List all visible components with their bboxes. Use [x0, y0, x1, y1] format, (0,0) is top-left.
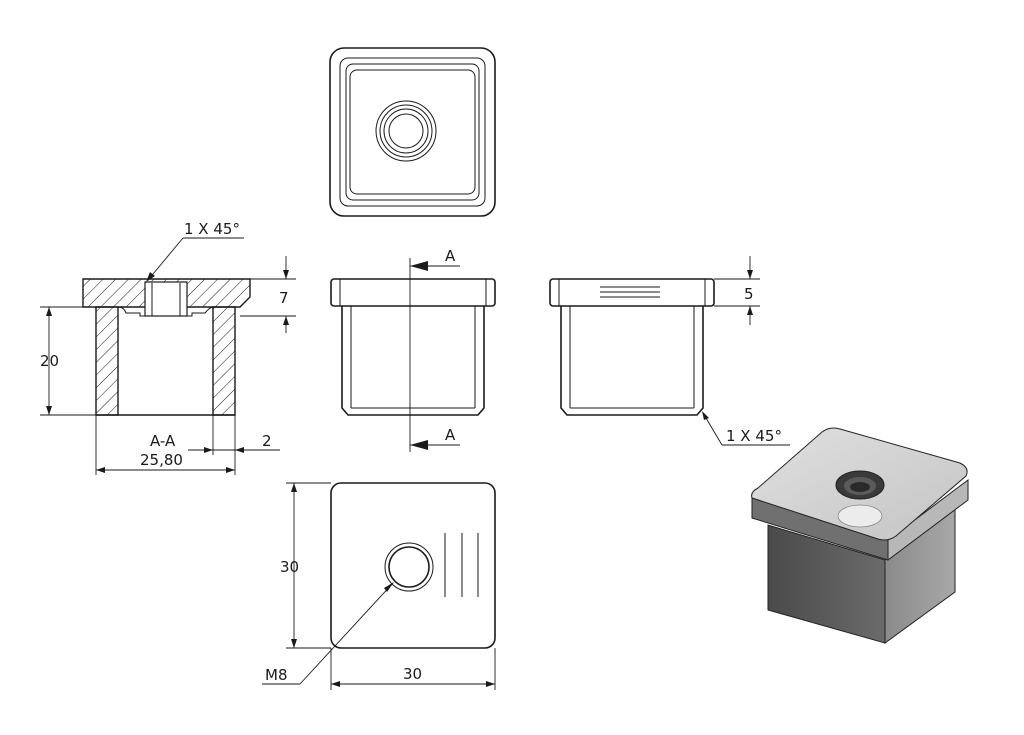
thread-label: M8: [265, 666, 288, 684]
side-chamfer-label: 1 X 45°: [726, 427, 782, 445]
section-flange-thickness: 7: [279, 289, 289, 307]
section-label: A-A: [150, 432, 176, 450]
bottom-view: 30 30 M8: [262, 482, 496, 690]
isometric-view: [751, 427, 969, 644]
section-wall: 2: [262, 432, 272, 450]
cut-label-top: A: [445, 247, 456, 265]
section-view: [82, 278, 251, 416]
bottom-width-dim: 30: [403, 665, 422, 683]
front-view: A A: [330, 247, 496, 452]
cut-label-bottom: A: [445, 426, 456, 444]
section-height: 20: [40, 352, 59, 370]
side-flange-dim: 5: [744, 285, 754, 303]
section-dimensions: 1 X 45° 7 20 25,80 2 A-A: [40, 220, 296, 475]
section-inner-width: 25,80: [140, 451, 183, 469]
bottom-height-dim: 30: [280, 558, 299, 576]
top-view: [329, 47, 496, 217]
side-view: 5 1 X 45°: [549, 256, 790, 446]
section-chamfer-label: 1 X 45°: [184, 220, 240, 238]
